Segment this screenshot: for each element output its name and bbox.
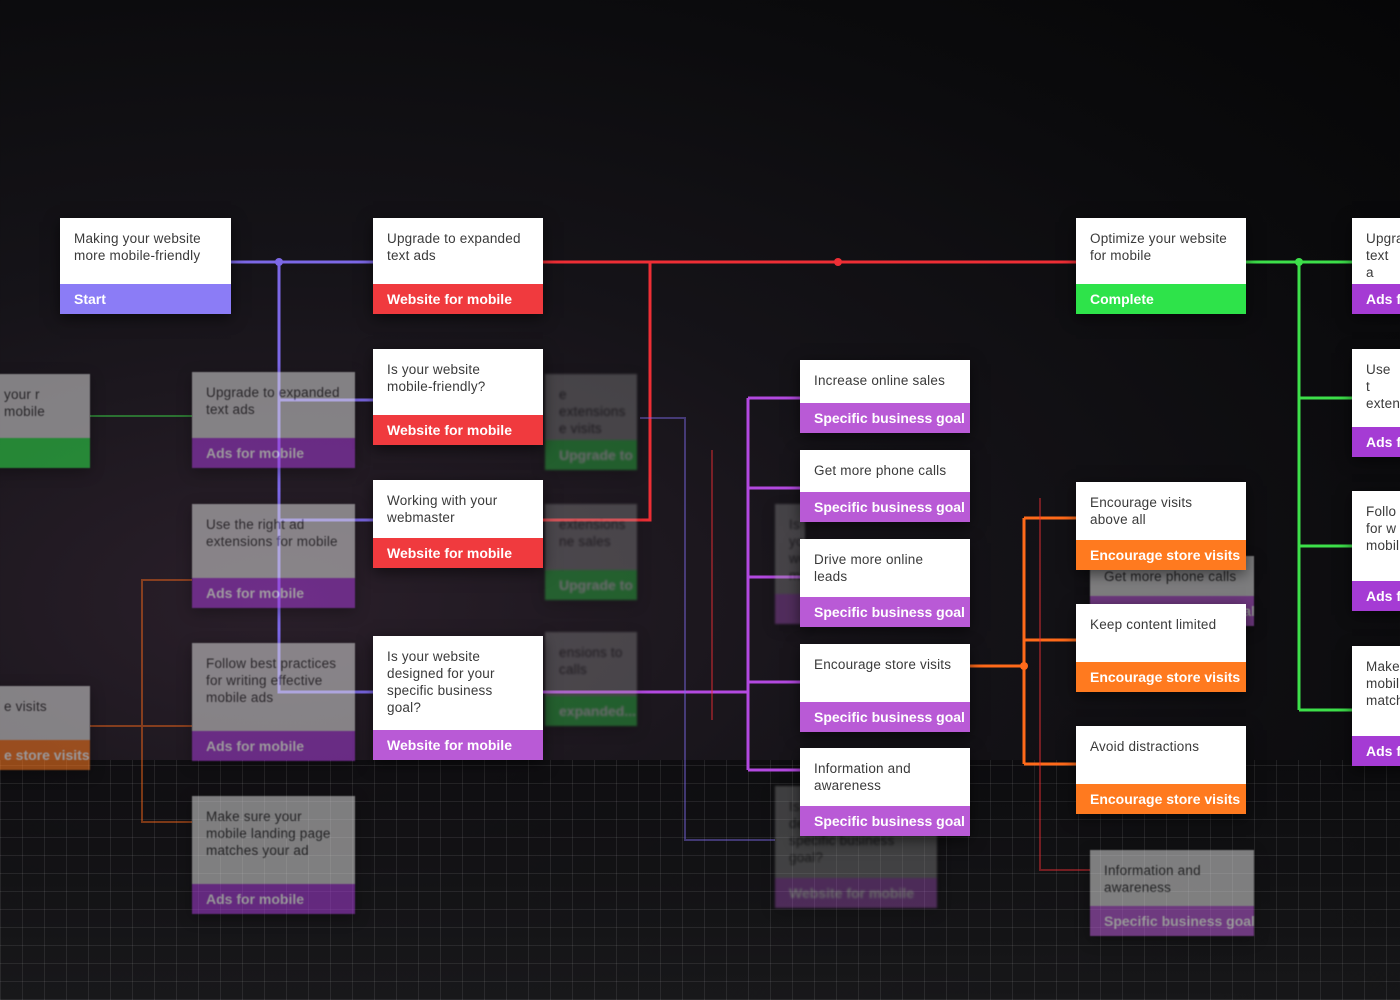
card-tag: Website for mobile <box>373 538 543 568</box>
card-text: Use t exten <box>1352 349 1400 427</box>
flow-card-g3: Follow best practices for writing effect… <box>192 643 355 761</box>
card-text: Encourage store visits <box>800 644 970 702</box>
card-text: e extensions e visits <box>545 374 637 440</box>
card-text: Making your website more mobile-friendly <box>60 218 231 284</box>
wire-node <box>1295 258 1303 266</box>
card-tag: Encourage store visits <box>1076 540 1246 570</box>
card-text: Information and awareness <box>1090 850 1254 906</box>
card-text: Information and awareness <box>800 748 970 806</box>
card-text: Is your website mobile-friendly? <box>373 349 543 415</box>
wire-start-trunk <box>277 262 373 694</box>
card-tag: Website for mobile <box>775 878 937 908</box>
card-text: Keep content limited <box>1076 604 1246 662</box>
card-text: Follow best practices for writing effect… <box>192 643 355 731</box>
card-text: Make sure your mobile landing page match… <box>192 796 355 884</box>
card-tag: Ads for mobile <box>192 578 355 608</box>
card-text: Optimize your website for mobile <box>1076 218 1246 284</box>
card-tag: Website for mobile <box>373 730 543 760</box>
card-tag: Ads for mobile <box>192 731 355 761</box>
card-text: Upgrade to expanded text ads <box>192 372 355 438</box>
card-tag: Ads f <box>1352 427 1400 457</box>
card-tag: Specific business goal <box>800 702 970 732</box>
card-tag: Start <box>60 284 231 314</box>
card-text: Drive more online leads <box>800 539 970 597</box>
card-text: Use the right ad extensions for mobile <box>192 504 355 578</box>
flow-card-c5[interactable]: Is your website designed for your specif… <box>373 636 543 760</box>
card-tag: Specific business goal <box>800 403 970 433</box>
card-tag: Ads for mobile <box>192 884 355 914</box>
card-tag: Specific business goal <box>800 806 970 836</box>
card-text: Increase online sales <box>800 360 970 403</box>
card-tag: Website for mobile <box>373 284 543 314</box>
card-text: your r mobile <box>0 374 90 438</box>
card-text: Encourage visits above all <box>1076 482 1246 540</box>
flow-card-g4: Make sure your mobile landing page match… <box>192 796 355 914</box>
wire-node <box>275 258 283 266</box>
card-text: e visits <box>0 686 90 740</box>
wire-ghost-orange <box>141 579 192 823</box>
card-text: Is your website designed for your specif… <box>373 636 543 730</box>
card-text: Make mobil match <box>1352 646 1400 736</box>
card-text: Get more phone calls <box>800 450 970 492</box>
card-tag: Specific business goal <box>800 597 970 627</box>
card-tag: Specific business goal <box>1090 906 1254 936</box>
card-text: Working with your webmaster <box>373 480 543 538</box>
flow-card-g5: your r mobile <box>0 374 90 468</box>
wire-red-branch <box>543 262 652 522</box>
card-tag: e store visits <box>0 740 90 770</box>
card-tag <box>0 438 90 468</box>
wire-ghost-violet-2 <box>640 417 775 841</box>
flow-card-c1[interactable]: Making your website more mobile-friendly… <box>60 218 231 314</box>
card-tag: Ads f <box>1352 581 1400 611</box>
wire-node <box>1020 662 1028 670</box>
card-text: extensions ne sales <box>545 504 637 570</box>
card-tag: Complete <box>1076 284 1246 314</box>
card-text: Avoid distractions <box>1076 726 1246 784</box>
card-tag: Ads f <box>1352 736 1400 766</box>
card-text: ensions to calls <box>545 632 637 696</box>
wire-node <box>834 258 842 266</box>
card-tag: Ads for mobile <box>192 438 355 468</box>
card-tag: Encourage store visits <box>1076 662 1246 692</box>
card-tag: Upgrade to expanded... <box>545 440 637 470</box>
card-tag: Ads f <box>1352 284 1400 314</box>
card-text: Follo for w mobil <box>1352 491 1400 581</box>
card-text: Upgrade to expanded text ads <box>373 218 543 284</box>
card-tag: Website for mobile <box>373 415 543 445</box>
flow-card-c3[interactable]: Is your website mobile-friendly?Website … <box>373 349 543 445</box>
card-tag: Encourage store visits <box>1076 784 1246 814</box>
card-tag: Upgrade to expanded... <box>545 570 637 600</box>
card-tag: Specific business goal <box>800 492 970 522</box>
card-text: Upgra text a <box>1352 218 1400 284</box>
wire-ghost-red-2 <box>1039 498 1090 871</box>
card-tag: expanded... <box>545 696 637 726</box>
